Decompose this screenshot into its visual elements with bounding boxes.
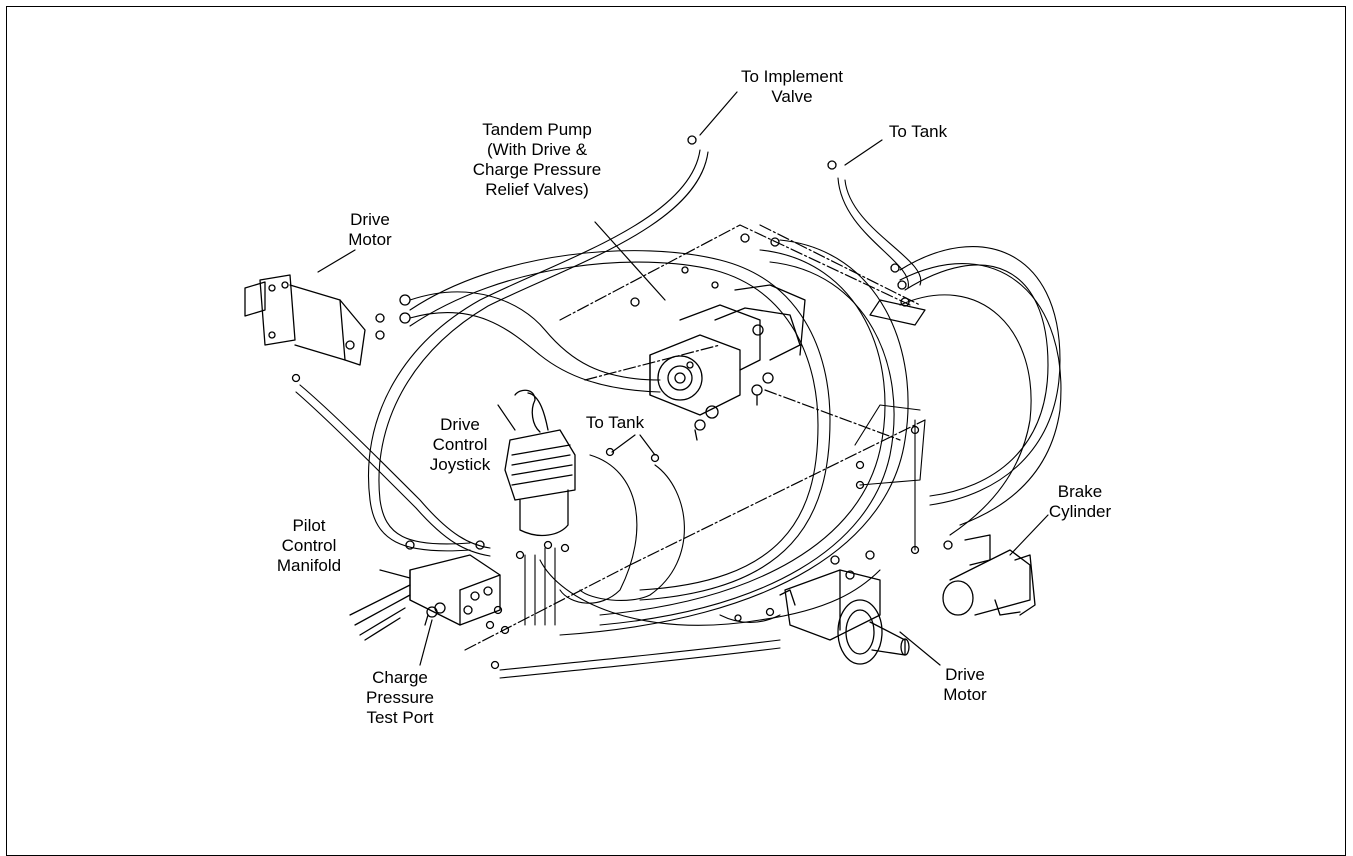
label-drive-motor-right: Drive Motor bbox=[943, 665, 987, 704]
label-drive-control-joystick: Drive Control Joystick bbox=[429, 415, 491, 474]
mounting-plate-outline bbox=[464, 224, 926, 651]
fittings bbox=[291, 135, 953, 670]
drive-control-joystick bbox=[504, 389, 576, 537]
charge-pressure-test-port bbox=[424, 606, 438, 626]
pilot-control-manifold bbox=[349, 554, 501, 641]
label-tandem-pump: Tandem Pump (With Drive & Charge Pressur… bbox=[472, 120, 602, 199]
leader-lines bbox=[317, 91, 1049, 666]
label-to-tank-top: To Tank bbox=[888, 122, 948, 141]
label-charge-pressure-test-port: Charge Pressure Test Port bbox=[365, 668, 435, 727]
label-pilot-control-manifold: Pilot Control Manifold bbox=[276, 516, 342, 575]
drive-motor-right bbox=[779, 569, 910, 665]
label-brake-cylinder: Brake Cylinder bbox=[1048, 482, 1112, 521]
tank-plate bbox=[869, 299, 926, 326]
label-to-tank-middle: To Tank bbox=[585, 413, 645, 432]
label-to-implement-valve: To Implement Valve bbox=[740, 67, 844, 106]
label-drive-motor-left: Drive Motor bbox=[348, 210, 392, 249]
drive-motor-left bbox=[244, 274, 366, 366]
hose-bundle bbox=[295, 149, 1062, 679]
brake-cylinder bbox=[942, 534, 1036, 616]
tandem-pump bbox=[649, 284, 806, 441]
